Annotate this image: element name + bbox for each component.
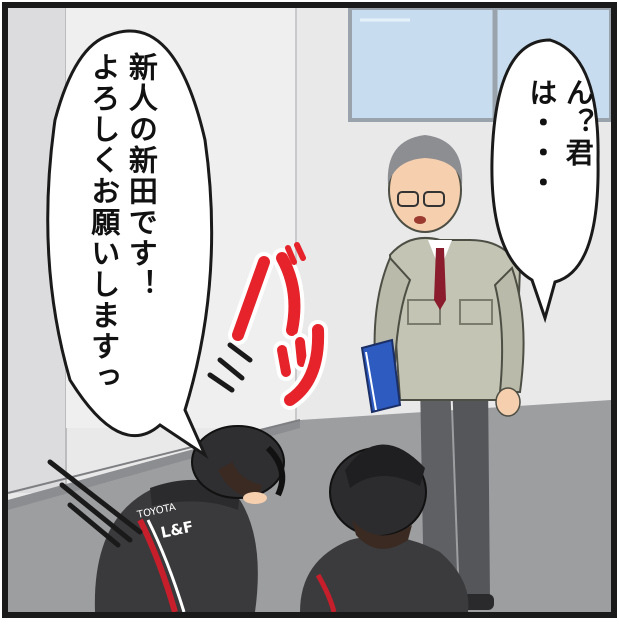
- blue-binder: [360, 338, 402, 414]
- speech-bubble-left: [46, 29, 214, 460]
- senior-employee: [373, 135, 525, 610]
- speech-left-line1: 新人の新田です！: [124, 52, 159, 300]
- speech-right-text: ん？君は・・・: [525, 78, 595, 198]
- speech-left-text: 新人の新田です！ よろしくお願いしますっ: [84, 52, 159, 442]
- bowing-newcomer: [94, 425, 286, 613]
- speech-bubble-right: [490, 38, 600, 324]
- speech-left-line2: よろしくお願いしますっ: [86, 52, 121, 393]
- second-newcomer: [300, 444, 469, 613]
- motion-lines: [47, 342, 253, 548]
- sound-effect-bah: [228, 242, 329, 410]
